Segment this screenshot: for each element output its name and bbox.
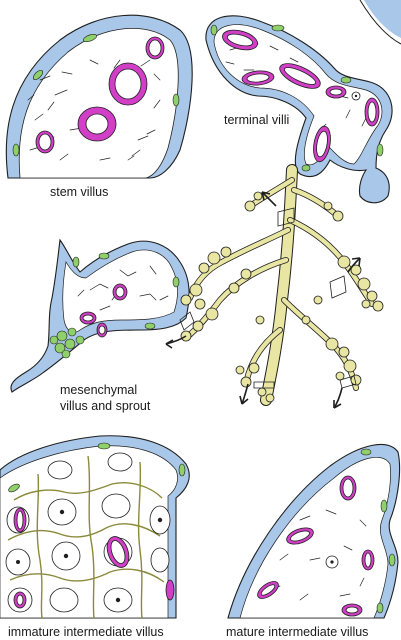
immature-channels: [7, 455, 165, 619]
immature-epithelial-cells: [8, 442, 186, 493]
terminal-villi-figure: terminal villi: [205, 0, 401, 204]
mesenchymal-vessels: [79, 283, 128, 338]
terminal-villi-stroma: [213, 24, 383, 166]
terminal-villi-vessels: [222, 29, 380, 163]
mature-epithelial-cells: [360, 448, 396, 614]
mesenchymal-fibers: [77, 265, 169, 311]
stem-villus-cells: [12, 34, 180, 157]
mesenchymal-cells: [49, 252, 180, 359]
immature-nuclei: [16, 509, 163, 603]
stem-villus-vessels: [35, 36, 165, 154]
mature-vessels: [257, 475, 375, 617]
mesenchymal-label-line2: villus and sprout: [60, 399, 151, 413]
terminal-villi-label: terminal villi: [224, 113, 289, 127]
mature-label: mature intermediate villus: [226, 625, 368, 639]
stem-villus-fibers: [27, 59, 161, 161]
terminal-villi-upper-arc-fill: [364, 0, 401, 38]
immature-label: immature intermediate villus: [8, 625, 164, 639]
stem-villus-label: stem villus: [50, 185, 108, 199]
terminal-villi-upper-arc: [359, 0, 401, 45]
immature-villus-figure: immature intermediate villus: [0, 435, 190, 639]
stem-villus-figure: stem villus: [5, 14, 193, 199]
mesenchymal-villus-figure: mesenchymal villus and sprout: [10, 238, 190, 413]
villous-tree-terminal-knobs: [180, 191, 384, 403]
immature-stroma: [0, 445, 178, 619]
terminal-villi-cells: [210, 24, 384, 172]
immature-vessels: [13, 507, 175, 609]
mature-villus-figure: mature intermediate villus: [226, 443, 401, 639]
villous-tree-figure: [165, 164, 384, 409]
mesenchymal-label-line1: mesenchymal: [60, 383, 137, 397]
villous-tree-arrows: [165, 191, 361, 409]
mature-nucleus: [325, 555, 339, 569]
terminal-villi-nucleus: [351, 91, 361, 101]
stem-villus-stroma: [18, 28, 179, 179]
villous-tree-section-planes: [179, 207, 357, 389]
